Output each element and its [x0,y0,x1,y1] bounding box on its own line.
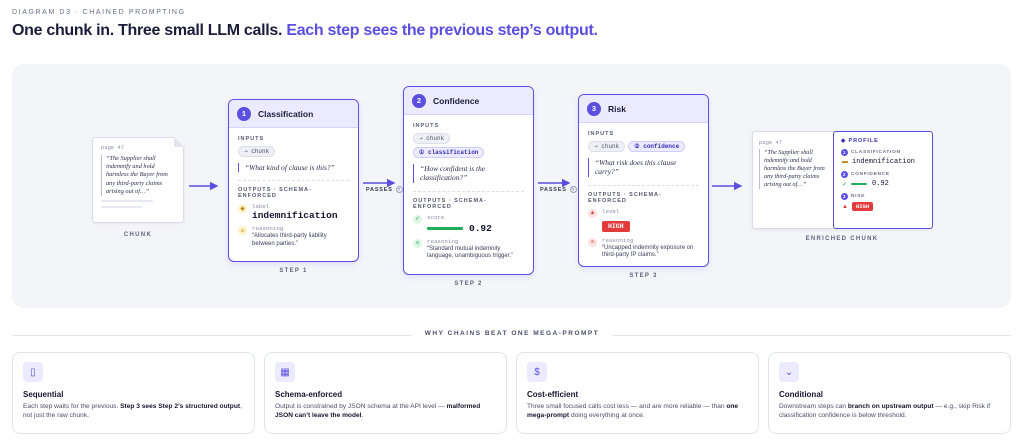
feature-description: Three small focused calls cost less — an… [527,403,739,419]
step-header: 2 Confidence [404,87,533,115]
doc-line [101,206,142,209]
outputs-label: OUTPUTS · SCHEMA-ENFORCED [238,187,312,200]
sequence-icon: ▯ [23,362,43,382]
check-icon: ✓ [413,214,422,224]
feature-description: Output is constrained by JSON schema at … [275,403,481,419]
help-icon: ? [395,186,403,193]
enriched-page-number: page 47 [759,139,783,146]
step-header: 1 Classification [229,100,358,128]
eyebrow: DIAGRAM D3 · CHAINED PROMPTING [12,9,186,16]
enriched-caption: ENRICHED CHUNK [805,236,879,242]
output-value: indemnification [252,210,338,222]
section-label: WHY CHAINS BEAT ONE MEGA-PROMPT [412,330,612,337]
output-reasoning: “Allocates third-party liability between… [252,233,327,247]
step-title: Confidence [433,95,480,106]
reasoning-icon: ≡ [238,226,247,236]
step-number: 1 [237,106,251,121]
output-reasoning: “Uncapped indemnity exposure on third-pa… [602,244,694,259]
output-key: label [252,203,270,211]
input-chip: ⇢ chunk [238,146,276,157]
risk-level-badge: HIGH [602,220,630,232]
input-chip-upstream: ① classification [413,147,485,158]
passes-label-1: PASSES? [366,186,403,193]
output-key: reasoning [602,236,634,244]
inputs-label: INPUTS [413,123,440,129]
output-key: level [602,207,620,215]
profile-label: ◆ PROFILE [841,138,879,144]
feature-description: Each step waits for the previous. Step 3… [23,403,242,419]
risk-level-badge: HIGH [851,202,874,211]
dollar-icon: $ [527,362,547,382]
feature-title: Sequential [23,390,64,399]
doc-line [101,200,153,203]
output-value: 0.92 [469,222,492,234]
inputs-label: INPUTS [238,136,265,142]
title-accent: Each step sees the previous step’s outpu… [286,22,598,39]
title-main: One chunk in. Three small LLM calls. [12,22,283,39]
page-fold [174,137,184,147]
branch-icon: ⌄ [779,362,799,382]
chunk-page-number: page 47 [101,144,125,151]
step-card-confidence: 2 Confidence INPUTS ⇢ chunk ① classifica… [403,86,534,275]
step-number: 2 [412,93,426,108]
input-chip: ⇢ chunk [413,133,451,144]
feature-title: Cost-efficient [527,390,579,399]
step-header: 3 Risk [579,95,708,123]
step-card-classification: 1 Classification INPUTS ⇢ chunk “What ki… [228,99,359,262]
input-chip: ⇢ chunk [588,141,626,152]
label-icon: ▬ [842,159,848,165]
chunk-quote: “The Supplier shall indemnify and hold h… [101,155,175,197]
confidence-bar [851,182,868,186]
feature-card-conditional: ⌄ Conditional Downstream steps can branc… [768,352,1011,434]
warning-icon: ▲ [842,203,848,210]
output-key: reasoning [252,225,284,233]
feature-card-sequential: ▯ Sequential Each step waits for the pre… [12,352,255,434]
step-prompt: “How confident is the classification?” [413,164,524,183]
chunk-caption: CHUNK [123,232,153,238]
feature-card-cost: $ Cost-efficient Three small focused cal… [516,352,759,434]
step-caption: STEP 2 [454,281,483,287]
output-key: score [427,213,445,221]
step-number: 3 [587,101,601,116]
enriched-chunk: page 47 “The Supplier shall indemnify an… [752,131,933,229]
step-title: Risk [608,103,626,114]
feature-title: Conditional [779,390,823,399]
page-title: One chunk in. Three small LLM calls. Eac… [12,22,598,40]
feature-card-schema: ▦ Schema-enforced Output is constrained … [264,352,507,434]
confidence-bar [427,227,463,230]
input-chip-upstream: ② confidence [628,141,686,152]
passes-label-2: PASSES? [540,186,577,193]
enriched-quote: “The Supplier shall indemnify and hold h… [759,149,827,189]
step-caption: STEP 3 [629,273,658,279]
feature-title: Schema-enforced [275,390,343,399]
warning-icon: ▲ [588,208,597,218]
step-card-risk: 3 Risk INPUTS ⇢ chunk ② confidence “What… [578,94,709,267]
feature-description: Downstream steps can branch on upstream … [779,403,991,419]
output-key: reasoning [427,237,459,245]
outputs-label: OUTPUTS · SCHEMA-ENFORCED [413,197,487,210]
inputs-label: INPUTS [588,131,615,137]
chunk-document: page 47 “The Supplier shall indemnify an… [92,137,184,223]
step-prompt: “What kind of clause is this?” [238,163,349,173]
step-prompt: “What risk does this clause carry?” [588,158,699,177]
help-icon: ? [569,186,577,193]
schema-icon: ▦ [275,362,295,382]
outputs-label: OUTPUTS · SCHEMA-ENFORCED [588,191,662,204]
output-reasoning: “Standard mutual indemnity language, una… [427,245,514,260]
check-icon: ✓ [842,181,848,188]
label-icon: ◆ [238,204,247,214]
step-caption: STEP 1 [279,268,308,274]
step-title: Classification [258,108,314,119]
reasoning-icon: ≡ [588,237,597,247]
reasoning-icon: ≡ [413,238,422,248]
